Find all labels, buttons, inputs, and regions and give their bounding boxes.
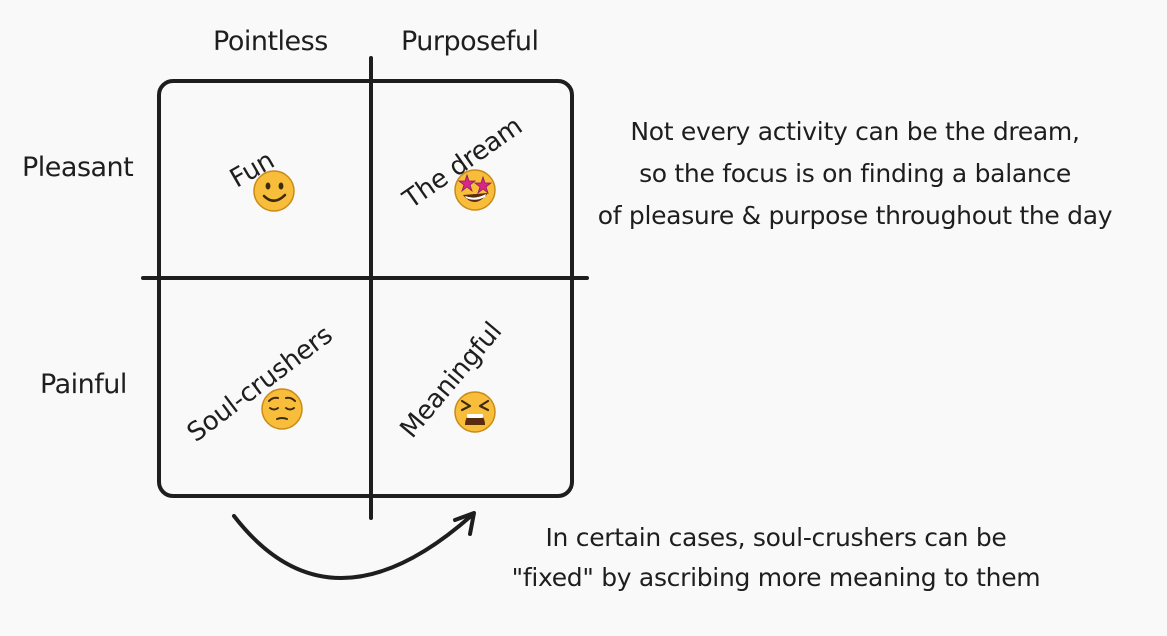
balance-note: Not every activity can be the dream, so …	[582, 111, 1128, 237]
column-header-pointless: Pointless	[213, 26, 328, 57]
soul-crushers-note-line: In certain cases, soul-crushers can be	[545, 523, 1007, 552]
balance-note-line: Not every activity can be the dream,	[630, 117, 1080, 146]
soul-crushers-note-line: "fixed" by ascribing more meaning to the…	[511, 563, 1041, 592]
slightly-smiling-face-icon	[253, 170, 295, 212]
curved-arrow	[232, 514, 473, 580]
soul-crushers-note: In certain cases, soul-crushers can be "…	[496, 518, 1056, 598]
tired-face-icon	[454, 391, 496, 433]
balance-note-line: of pleasure & purpose throughout the day	[597, 201, 1113, 230]
pensive-face-icon	[261, 388, 303, 430]
row-header-painful: Painful	[40, 369, 127, 400]
row-header-pleasant: Pleasant	[22, 152, 134, 183]
arrow-head	[453, 511, 476, 536]
balance-note-line: so the focus is on finding a balance	[639, 159, 1071, 188]
quadrant-frame	[157, 79, 574, 498]
star-struck-face-icon	[454, 169, 496, 211]
column-header-purposeful: Purposeful	[401, 26, 539, 57]
